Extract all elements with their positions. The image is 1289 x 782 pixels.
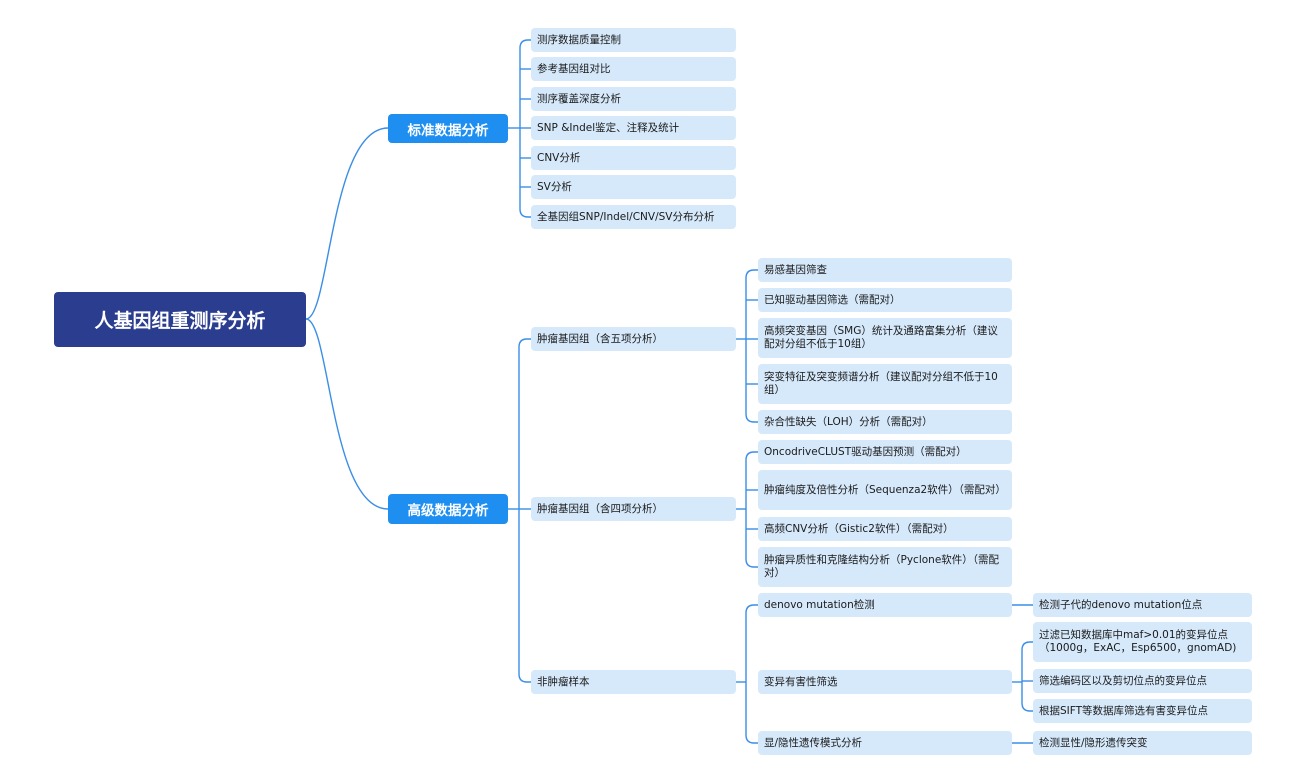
tumor5-item[interactable]: 杂合性缺失（LOH）分析（需配对） — [758, 410, 1012, 434]
standard-item[interactable]: SNP &Indel鉴定、注释及统计 — [531, 116, 736, 140]
tumor4-item[interactable]: OncodriveCLUST驱动基因预测（需配对） — [758, 440, 1012, 464]
inherit-detail[interactable]: 检测显性/隐形遗传突变 — [1033, 731, 1252, 755]
standard-item[interactable]: 测序覆盖深度分析 — [531, 87, 736, 111]
standard-item[interactable]: 测序数据质量控制 — [531, 28, 736, 52]
denovo-detail[interactable]: 检测子代的denovo mutation位点 — [1033, 593, 1252, 617]
standard-item[interactable]: SV分析 — [531, 175, 736, 199]
tumor4-node[interactable]: 肿瘤基因组（含四项分析） — [531, 497, 736, 521]
standard-item[interactable]: 全基因组SNP/Indel/CNV/SV分布分析 — [531, 205, 736, 229]
harmful-node[interactable]: 变异有害性筛选 — [758, 670, 1012, 694]
tumor4-item[interactable]: 肿瘤纯度及倍性分析（Sequenza2软件）（需配对） — [758, 470, 1012, 510]
nontumor-node[interactable]: 非肿瘤样本 — [531, 670, 736, 694]
standard-item[interactable]: CNV分析 — [531, 146, 736, 170]
tumor5-item[interactable]: 已知驱动基因筛选（需配对） — [758, 288, 1012, 312]
advanced-analysis-node[interactable]: 高级数据分析 — [388, 494, 508, 524]
tumor5-item[interactable]: 突变特征及突变频谱分析（建议配对分组不低于10组） — [758, 364, 1012, 404]
tumor5-item[interactable]: 高频突变基因（SMG）统计及通路富集分析（建议配对分组不低于10组） — [758, 318, 1012, 358]
tumor4-item[interactable]: 肿瘤异质性和克隆结构分析（Pyclone软件）（需配对） — [758, 547, 1012, 587]
tumor5-item[interactable]: 易感基因筛查 — [758, 258, 1012, 282]
harmful-item[interactable]: 过滤已知数据库中maf>0.01的变异位点（1000g，ExAC，Esp6500… — [1033, 622, 1252, 662]
tumor5-node[interactable]: 肿瘤基因组（含五项分析） — [531, 327, 736, 351]
harmful-item[interactable]: 根据SIFT等数据库筛选有害变异位点 — [1033, 699, 1252, 723]
standard-analysis-node[interactable]: 标准数据分析 — [388, 114, 508, 143]
tumor4-item[interactable]: 高频CNV分析（Gistic2软件）（需配对） — [758, 517, 1012, 541]
root-node[interactable]: 人基因组重测序分析 — [54, 292, 306, 347]
inherit-node[interactable]: 显/隐性遗传模式分析 — [758, 731, 1012, 755]
harmful-item[interactable]: 筛选编码区以及剪切位点的变异位点 — [1033, 669, 1252, 693]
standard-item[interactable]: 参考基因组对比 — [531, 57, 736, 81]
denovo-node[interactable]: denovo mutation检测 — [758, 593, 1012, 617]
